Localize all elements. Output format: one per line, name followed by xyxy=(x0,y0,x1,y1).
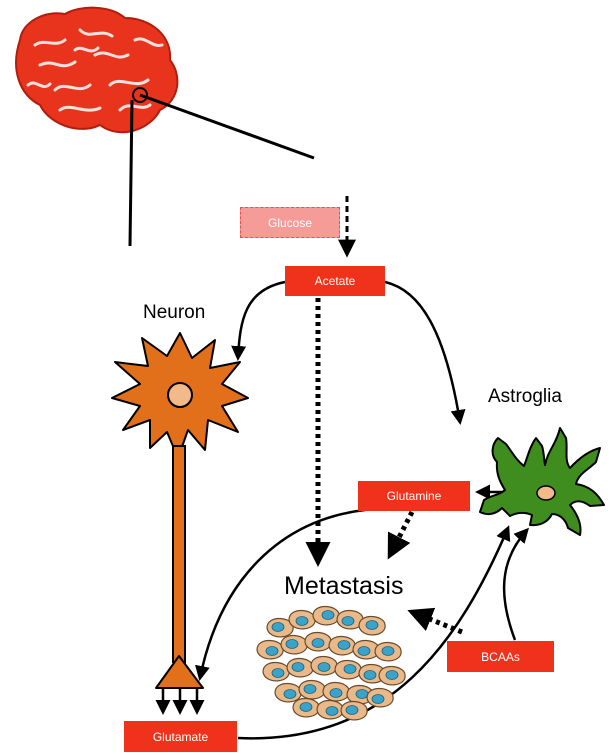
zoom-line-right xyxy=(139,93,315,160)
tumor-cell-nucleus xyxy=(299,702,313,712)
tumor-cell-nucleus xyxy=(329,688,343,698)
tumor-cell-nucleus xyxy=(283,689,297,699)
glutamine-box: Glutamine xyxy=(358,481,470,511)
tumor-cell-nucleus xyxy=(321,610,335,620)
tumor-cell-nucleus xyxy=(381,646,395,656)
tumor-cell-nucleus xyxy=(341,616,355,626)
bcaas-box: BCAAs xyxy=(447,641,554,672)
tumor-cell-nucleus xyxy=(343,664,357,674)
tumor-cell-nucleus xyxy=(285,639,299,649)
metastasis-label: Metastasis xyxy=(284,572,404,600)
tumor-cell-nucleus xyxy=(271,622,285,632)
arrow-bcaas-metastasis xyxy=(407,607,463,635)
tumor-cell-nucleus xyxy=(365,620,379,630)
tumor-cell-nucleus xyxy=(325,706,339,716)
tumor-cell-nucleus xyxy=(317,662,331,672)
tumor-cell-nucleus xyxy=(295,616,309,626)
tumor-cell-nucleus xyxy=(363,670,377,680)
arrow-bcaas-astroglia xyxy=(502,527,530,641)
glucose-box: Glucose xyxy=(240,207,340,238)
arrow-acetate-astroglia xyxy=(384,280,466,425)
arrow-glutamine-metastasis xyxy=(387,510,415,560)
tumor-cell-nucleus xyxy=(265,646,279,656)
zoom-line-left xyxy=(128,99,134,247)
tumor-cell-nucleus xyxy=(337,640,351,650)
neuron-label: Neuron xyxy=(143,302,206,323)
tumor-cell-nucleus xyxy=(291,662,305,672)
tumor-cell-nucleus xyxy=(271,668,285,678)
arrow-glutamate-astroglia xyxy=(237,525,511,740)
tumor-cell-nucleus xyxy=(385,670,399,680)
astroglia-icon xyxy=(479,427,605,536)
acetate-box: Acetate xyxy=(285,266,385,296)
tumor-cell-nucleus xyxy=(357,646,371,656)
tumor-cell-nucleus xyxy=(311,638,325,648)
brain-icon xyxy=(15,6,179,134)
tumor-cell-nucleus xyxy=(303,684,317,694)
neuron-icon xyxy=(111,332,249,715)
arrow-glutamine-glutamate xyxy=(195,508,366,681)
tumor-cell-nucleus xyxy=(371,694,385,704)
glutamate-box: Glutamate xyxy=(124,721,237,752)
arrow-acetate-neuron xyxy=(231,280,286,361)
astroglia-label: Astroglia xyxy=(488,386,562,407)
tumor-cell-nucleus xyxy=(355,689,369,699)
tumor-cell-nucleus xyxy=(345,705,359,715)
tumor-cluster-icon xyxy=(256,605,406,721)
